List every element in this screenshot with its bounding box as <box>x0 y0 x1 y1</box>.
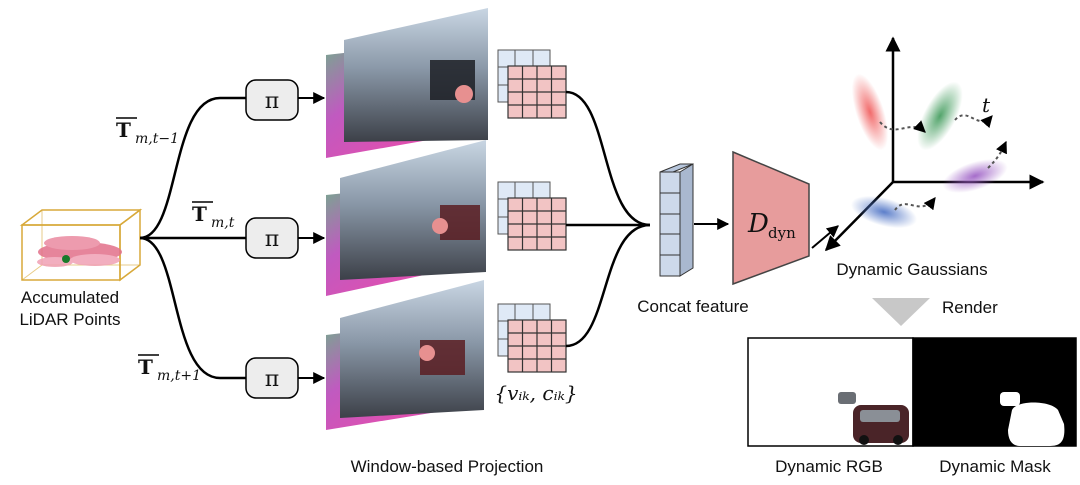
time-axis-label: t <box>982 93 991 117</box>
lidar-label-line1: Accumulated <box>21 288 119 307</box>
decoder-to-gaussians-arrow <box>811 225 839 249</box>
dynamic-rgb-label: Dynamic RGB <box>775 457 883 476</box>
lidar-points-box <box>19 208 143 282</box>
svg-text:π: π <box>265 227 279 252</box>
concat-feature-stack <box>659 163 694 277</box>
transform-label-prev: T m,t−1 <box>116 117 179 147</box>
projected-frame-1 <box>326 8 488 158</box>
gaussian-blobs <box>850 73 1008 229</box>
dynamic-gaussians-label: Dynamic Gaussians <box>836 260 987 279</box>
feature-grid-2 <box>497 181 567 251</box>
branch-connectors <box>139 96 246 380</box>
svg-text:T: T <box>116 118 131 142</box>
feature-grid-1 <box>497 49 567 119</box>
svg-text:m,t: m,t <box>211 215 235 231</box>
svg-text:π: π <box>265 367 279 392</box>
svg-text:m,t+1: m,t+1 <box>157 368 201 384</box>
lidar-point-cloud <box>37 236 122 267</box>
svg-text:D: D <box>747 209 769 239</box>
svg-text:dyn: dyn <box>768 224 796 242</box>
concat-feature-label: Concat feature <box>637 297 749 316</box>
lidar-label-line2: LiDAR Points <box>19 310 120 329</box>
svg-text:T: T <box>138 355 153 379</box>
decoder-block: D dyn <box>732 150 810 286</box>
svg-text:m,t−1: m,t−1 <box>135 131 179 147</box>
merge-connectors <box>565 90 651 348</box>
render-arrow <box>872 298 930 326</box>
projection-op-box-3: π <box>245 357 299 399</box>
transform-label-next: T m,t+1 <box>138 354 201 384</box>
dynamic-mask-label: Dynamic Mask <box>939 457 1051 476</box>
projection-op-box-2: π <box>245 217 299 259</box>
svg-text:T: T <box>192 202 207 226</box>
dynamic-rgb-image <box>747 337 914 447</box>
lidar-point-marker <box>62 255 70 263</box>
render-label: Render <box>942 298 998 317</box>
projected-frame-2 <box>326 140 486 296</box>
projected-frame-3 <box>326 280 484 430</box>
projection-op-box-1: π <box>245 79 299 121</box>
feature-set-label: {vᵢₖ, cᵢₖ} <box>494 381 577 405</box>
svg-text:π: π <box>265 89 279 114</box>
dynamic-mask-image <box>912 337 1077 447</box>
pi-to-image-arrows <box>298 92 326 384</box>
transform-label-current: T m,t <box>192 201 235 231</box>
window-projection-label: Window-based Projection <box>351 457 544 476</box>
gaussian-trajectories <box>879 114 1007 211</box>
feature-grid-3 <box>497 303 567 373</box>
